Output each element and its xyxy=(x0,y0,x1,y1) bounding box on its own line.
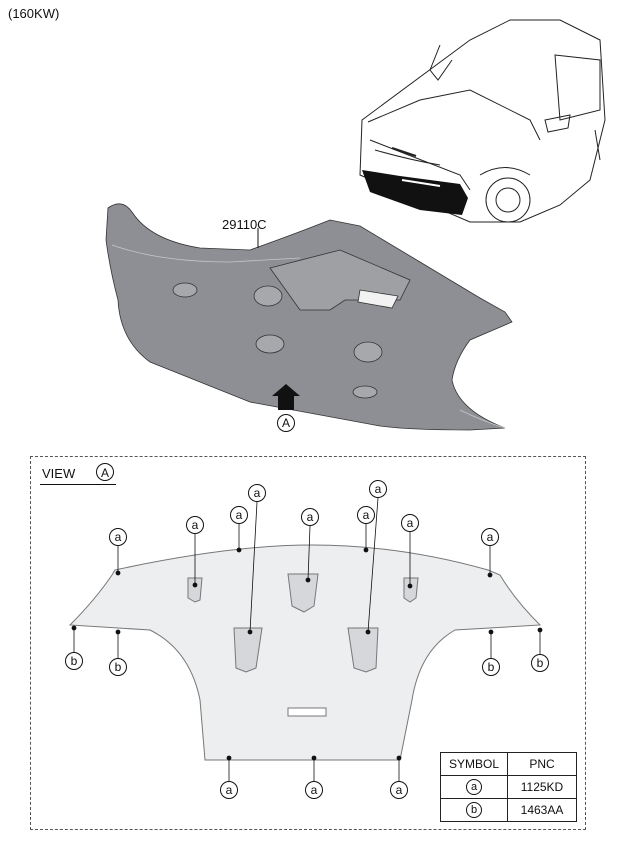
callout-a: a xyxy=(481,528,499,546)
legend-pnc: 1463AA xyxy=(507,798,577,822)
callout-b: b xyxy=(109,658,127,676)
view-arrow xyxy=(272,384,300,410)
callout-a: a xyxy=(357,506,375,524)
vehicle-shield-detail xyxy=(401,179,441,187)
view-label-underline xyxy=(40,484,116,485)
callout-a: a xyxy=(305,781,323,799)
vehicle-illustration xyxy=(359,19,606,223)
legend-row: a 1125KD xyxy=(440,775,577,799)
part-number-label: 29110C xyxy=(222,217,267,232)
legend-symbol: b xyxy=(466,802,482,818)
undercover-part xyxy=(105,203,513,431)
callout-a: a xyxy=(401,514,419,532)
callout-a: a xyxy=(390,781,408,799)
view-label-circle: A xyxy=(96,463,114,481)
callout-a: a xyxy=(369,480,387,498)
callout-a: a xyxy=(220,781,238,799)
view-label: VIEW xyxy=(42,466,76,481)
callout-a: a xyxy=(109,528,127,546)
view-a-marker: A xyxy=(277,414,295,432)
callout-b: b xyxy=(482,658,500,676)
callout-a: a xyxy=(186,516,204,534)
legend-pnc: 1125KD xyxy=(507,775,577,799)
callout-leaders xyxy=(71,497,543,782)
callout-b: b xyxy=(531,654,549,672)
view-a-panel xyxy=(30,456,586,830)
legend-header-symbol: SYMBOL xyxy=(440,752,508,776)
view-a-shield xyxy=(68,544,542,761)
callout-a: a xyxy=(230,506,248,524)
callout-a: a xyxy=(248,484,266,502)
callout-a: a xyxy=(301,508,319,526)
legend-row: b 1463AA xyxy=(440,798,577,822)
legend-header-row: SYMBOL PNC xyxy=(440,752,577,776)
legend-header-pnc: PNC xyxy=(507,752,577,776)
symbol-legend-table: SYMBOL PNC a 1125KD b 1463AA xyxy=(440,752,577,822)
legend-symbol: a xyxy=(466,779,482,795)
variant-label: (160KW) xyxy=(8,6,60,21)
callout-b: b xyxy=(65,652,83,670)
vehicle-shield-highlight xyxy=(362,170,468,215)
